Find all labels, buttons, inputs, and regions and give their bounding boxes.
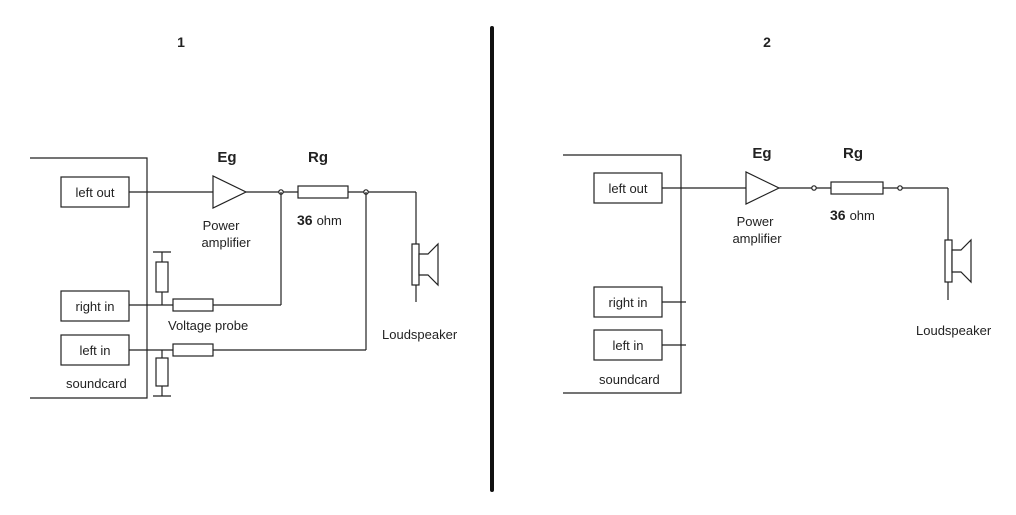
panel-2-soundcard-label: soundcard: [599, 372, 660, 387]
panel-1-left-out-label: left out: [75, 185, 114, 200]
panel-2-node-b: [897, 185, 903, 191]
panel-1-amp-label-1: Power: [203, 218, 241, 233]
panel-2: 2 soundcard left out right in left in Eg…: [563, 34, 992, 394]
panel-1-probe-resistor-b: [172, 343, 214, 357]
panel-1-resistor-unit: ohm: [317, 213, 342, 228]
panel-2-resistor-number: 36: [830, 207, 846, 223]
panel-1-resistor-value: 36 ohm: [297, 212, 342, 228]
panel-2-resistor-symbol: Rg: [843, 145, 863, 162]
panel-1-power-amplifier: [212, 175, 248, 209]
panel-2-power-amplifier: [745, 171, 781, 205]
panel-2-speaker-label: Loudspeaker: [916, 323, 992, 338]
panel-1-amp-symbol: Eg: [217, 149, 236, 166]
panel-2-left-out-label: left out: [608, 181, 647, 196]
panel-2-amp-symbol: Eg: [752, 145, 771, 162]
panel-2-loudspeaker: [944, 238, 972, 300]
panel-2-left-in-label: left in: [612, 338, 643, 353]
panel-1-probe-resistor-a: [172, 298, 214, 312]
panel-1-speaker-label: Loudspeaker: [382, 327, 458, 342]
panel-1-resistor-number: 36: [297, 212, 313, 228]
panel-2-amp-label-2: amplifier: [732, 231, 782, 246]
panel-1-soundcard-label: soundcard: [66, 376, 127, 391]
panel-2-right-in-label: right in: [608, 295, 647, 310]
panel-2-left-in-port: [593, 329, 663, 361]
panel-1-amp-label-2: amplifier: [201, 235, 251, 250]
panel-1: 1 soundcard left out right in left in Eg…: [30, 34, 458, 399]
panel-1-left-in-label: left in: [79, 343, 110, 358]
panel-1-soundcard-outline: [30, 157, 148, 399]
panel-1-left-in-port: [60, 334, 130, 366]
panel-1-right-in-port: [60, 290, 130, 322]
panel-2-amp-label-1: Power: [737, 214, 775, 229]
panel-1-shunt-resistor-a: [155, 261, 169, 293]
panel-1-resistor-symbol: Rg: [308, 149, 328, 166]
panel-2-number: 2: [763, 34, 771, 50]
panel-2-left-out-port: [593, 172, 663, 204]
panel-2-resistor-unit: ohm: [850, 208, 875, 223]
panel-2-soundcard-outline: [563, 154, 682, 394]
panel-1-loudspeaker: [411, 242, 439, 302]
panel-1-number: 1: [177, 34, 185, 50]
panel-2-resistor-rg: [830, 181, 884, 195]
panel-2-resistor-value: 36 ohm: [830, 207, 875, 223]
panel-1-shunt-resistor-b: [155, 357, 169, 387]
panel-1-right-in-label: right in: [75, 299, 114, 314]
panel-1-resistor-rg: [297, 185, 349, 199]
panel-2-node-a: [811, 185, 817, 191]
panel-1-probe-label: Voltage probe: [168, 318, 248, 333]
